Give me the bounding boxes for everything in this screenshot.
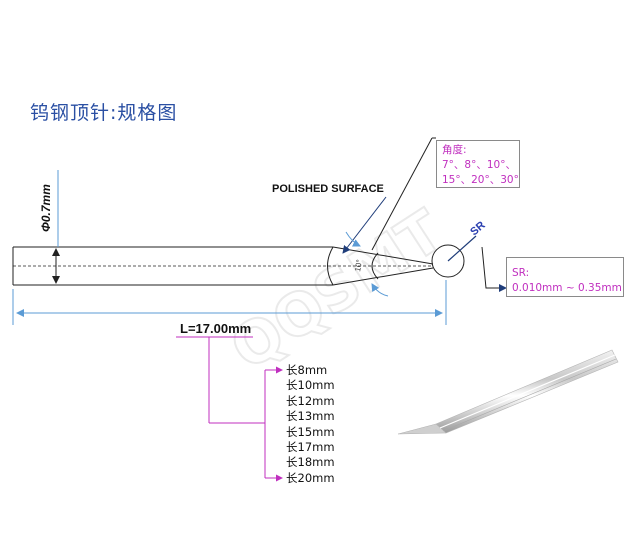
length-option: 长20mm [286,470,335,485]
watermark-text: QQSMT [219,197,456,384]
length-label: L=17.00mm [180,321,251,336]
angle-heading: 角度: [442,144,467,156]
length-option: 长15mm [286,424,335,439]
angle-line-2: 15°、20°、30° [442,174,519,186]
length-option: 长18mm [286,455,335,470]
sr-options-box: SR: 0.010mm ~ 0.35mm [506,257,624,297]
length-options-bracket [208,337,283,482]
page-title: 钨钢顶针:规格图 [30,102,178,124]
sr-range: 0.010mm ~ 0.35mm [512,282,622,294]
sr-marker-label: SR [468,219,487,238]
length-dimension: L=17.00mm [12,280,447,338]
length-option: 长8mm [286,363,328,377]
tip-angle-label: 10° [353,259,364,272]
angle-options-box: 角度: 7°、8°、10°、 15°、20°、30° [436,140,520,188]
angle-callout-leader [345,137,436,297]
watermark: QQSMT [218,196,457,385]
sr-circle [431,244,465,278]
length-option: 长17mm [286,440,335,455]
length-options-list: 长8mm 长10mm 长12mm 长13mm 长15mm 长17mm 长18mm… [286,363,335,486]
length-option: 长12mm [286,393,335,408]
sr-callout: SR [447,219,507,292]
angle-line-1: 7°、8°、10°、 [442,159,516,171]
length-option: 长13mm [286,409,335,424]
polished-surface-label: POLISHED SURFACE [272,183,384,195]
pin-body [12,244,465,286]
sr-heading: SR: [512,267,530,279]
length-option: 长10mm [286,378,335,393]
diameter-dimension: Φ0.7mm [39,170,60,284]
pin-photo [397,349,619,435]
polished-surface-callout: POLISHED SURFACE 10° [272,183,387,272]
diameter-label: Φ0.7mm [39,184,53,232]
